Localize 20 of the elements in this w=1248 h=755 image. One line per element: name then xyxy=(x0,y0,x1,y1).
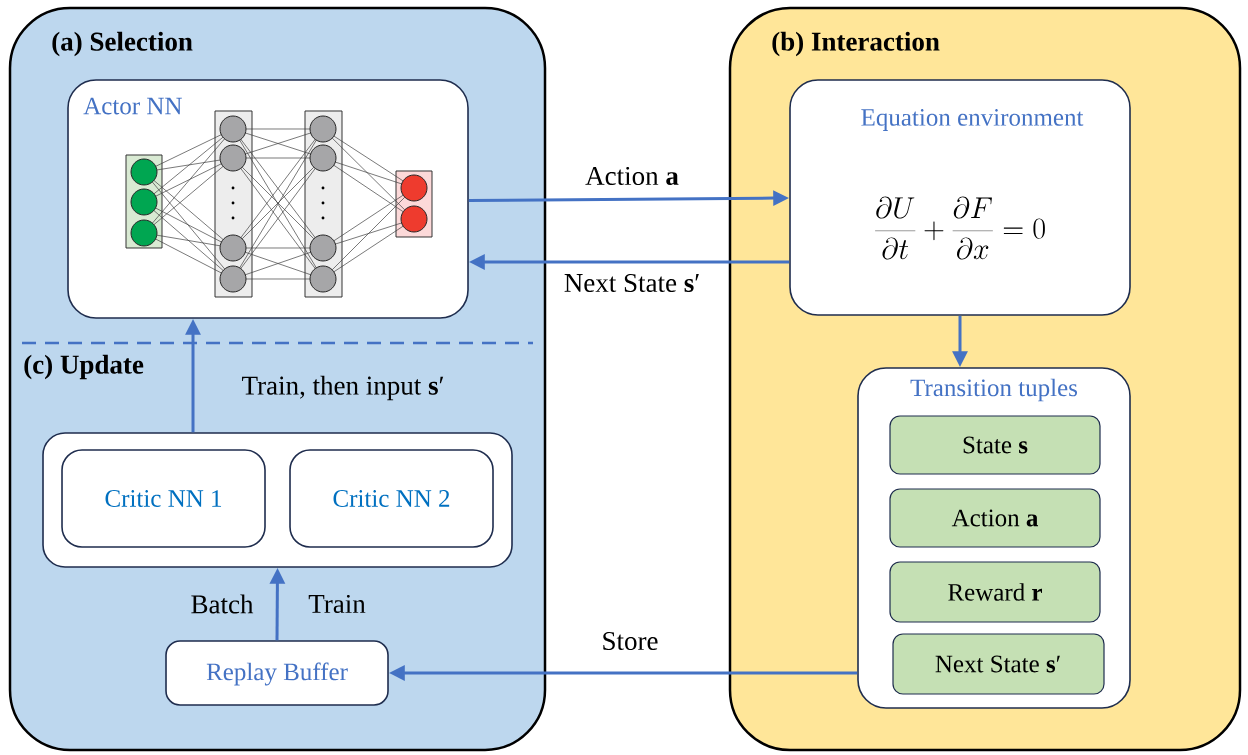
panel-title: (a) Selection xyxy=(52,31,193,57)
box-label: Equation environment xyxy=(861,109,1084,131)
box-label: Actor NN xyxy=(83,97,182,115)
box-label: Replay Buffer xyxy=(206,662,348,686)
box-label: Reward r xyxy=(948,583,1042,601)
box-label: Critic NN 1 xyxy=(105,490,222,507)
box-label: Critic NN 2 xyxy=(333,490,450,507)
edge-label: Store xyxy=(603,631,658,651)
edge-label: Batch xyxy=(191,594,254,614)
panel-title: (b) Interaction xyxy=(772,31,940,57)
box-label: Transition tuples xyxy=(910,378,1078,402)
box-label: Next State s′ xyxy=(935,655,1060,673)
edge-label: Next State s′ xyxy=(564,273,699,293)
text-label: Train xyxy=(308,594,366,614)
box-label: State s xyxy=(963,436,1028,454)
box-label: Action a xyxy=(951,509,1038,527)
equation: $\frac{\partial U}{\partial t}+\frac{\partial F}{\partial x}=0$ xyxy=(875,196,1045,260)
edge-label: Train, then input s′ xyxy=(242,375,444,401)
edge-label: Action a xyxy=(585,166,679,186)
panel-title: (c) Update xyxy=(24,354,144,380)
